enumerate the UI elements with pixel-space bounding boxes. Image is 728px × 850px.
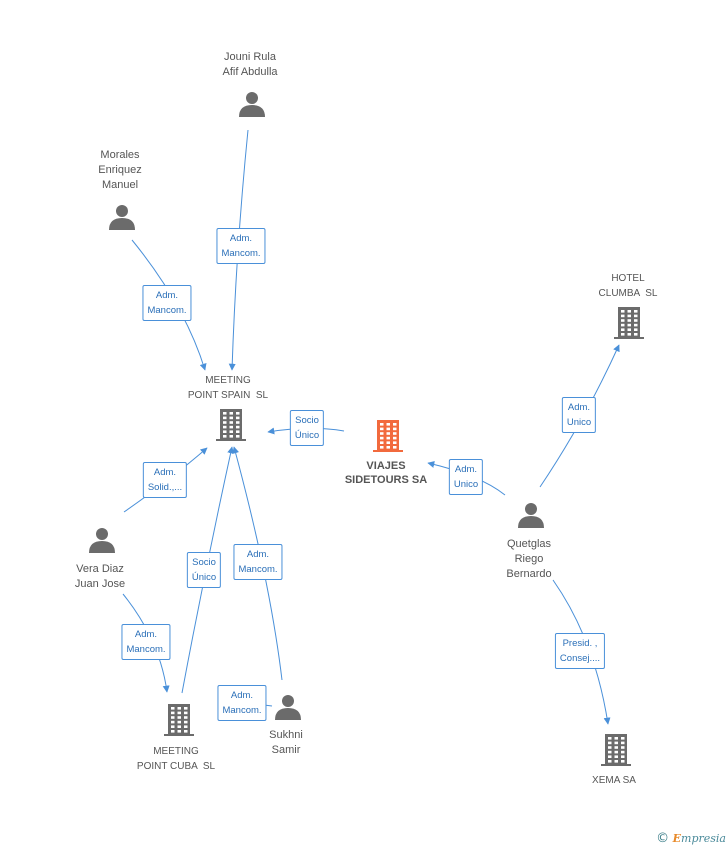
node-label-hotel[interactable]: HOTEL CLUMBA SL — [598, 273, 658, 299]
edge-label-sukhni-to-mpc[interactable]: Adm. Mancom. — [217, 685, 267, 721]
building-icon-mps[interactable] — [216, 409, 246, 441]
copyright-symbol: © — [656, 831, 670, 846]
node-label-xema[interactable]: XEMA SA — [592, 775, 636, 786]
node-label-sukhni[interactable]: Sukhni Samir — [269, 729, 303, 756]
building-icon-mpc[interactable] — [164, 704, 194, 736]
brand-footer: © Empresia — [656, 831, 726, 846]
node-label-mps[interactable]: MEETING POINT SPAIN SL — [187, 375, 269, 401]
node-label-quetglas[interactable]: Quetglas Riego Bernardo — [506, 538, 552, 580]
node-label-mpc[interactable]: MEETING POINT CUBA SL — [136, 746, 216, 772]
person-icon-quetglas[interactable] — [518, 503, 544, 528]
person-icon-jouni[interactable] — [239, 92, 265, 117]
edge-label-quetglas-to-hotel[interactable]: Adm. Unico — [561, 397, 597, 433]
building-icon-xema[interactable] — [601, 734, 631, 766]
edge-label-viajes-to-mps[interactable]: Socio Único — [289, 410, 325, 446]
edge-label-mpc-to-mps[interactable]: Socio Único — [186, 552, 222, 588]
edge-label-quetglas-to-viajes[interactable]: Adm. Unico — [448, 459, 484, 495]
node-label-jouni[interactable]: Jouni Rula Afif Abdulla — [222, 51, 278, 78]
edge-label-jouni-to-mps[interactable]: Adm. Mancom. — [216, 228, 266, 264]
person-icon-sukhni[interactable] — [275, 695, 301, 720]
edge-label-morales-to-mps[interactable]: Adm. Mancom. — [142, 285, 192, 321]
node-label-viajes[interactable]: VIAJES SIDETOURS SA — [344, 460, 428, 486]
node-label-vera[interactable]: Vera Diaz Juan Jose — [74, 563, 126, 590]
building-icon-hotel[interactable] — [614, 307, 644, 339]
edge-label-vera-to-mpc[interactable]: Adm. Mancom. — [121, 624, 171, 660]
person-icon-morales[interactable] — [109, 205, 135, 230]
brand-initial: E — [672, 832, 682, 845]
edge-label-sukhni-to-mps[interactable]: Adm. Mancom. — [233, 544, 283, 580]
building-icon-viajes[interactable] — [373, 420, 403, 452]
brand-name: mpresia — [681, 832, 726, 845]
person-icon-vera[interactable] — [89, 528, 115, 553]
node-label-morales[interactable]: Morales Enriquez Manuel — [98, 149, 142, 191]
edge-label-quetglas-to-xema[interactable]: Presid. , Consej.... — [554, 633, 606, 669]
edge-label-vera-to-mps[interactable]: Adm. Solid.,... — [142, 462, 188, 498]
